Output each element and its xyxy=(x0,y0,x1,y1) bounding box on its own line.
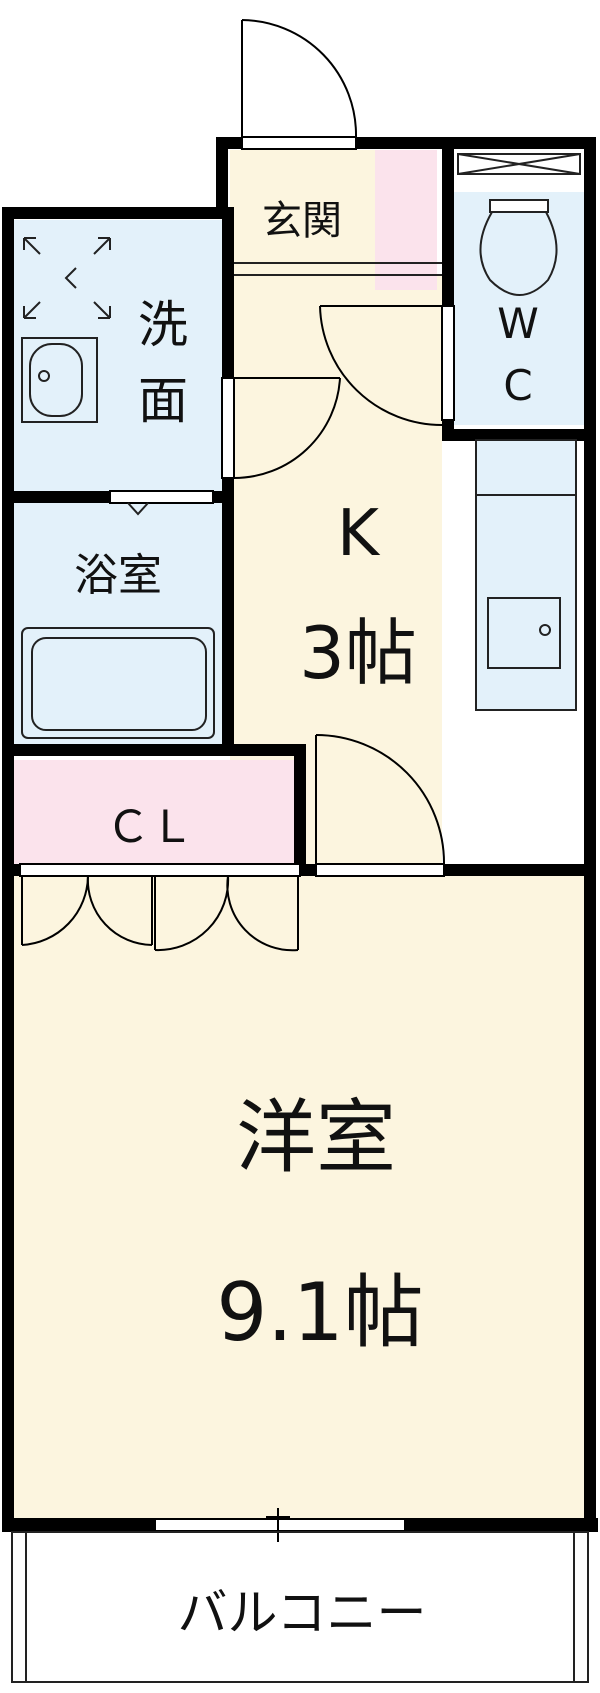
yokushitsu-floor xyxy=(14,490,222,745)
youshitsu-door xyxy=(315,734,446,865)
senmen-floor xyxy=(14,220,222,490)
labels: 玄関 W C 洗 面 浴室 K 3帖 ＣＬ 洋室 9.1帖 バルコニー xyxy=(74,198,539,1642)
bathtub-icon xyxy=(21,502,215,739)
kitchen-name-label: K xyxy=(337,497,381,571)
floor-fills xyxy=(14,150,590,1525)
washer-space-icon xyxy=(23,237,111,319)
balcony-label: バルコニー xyxy=(178,1584,427,1642)
youshitsu-name-label: 洋室 xyxy=(236,1091,396,1184)
balcony-frame xyxy=(11,1531,589,1683)
senmen-door xyxy=(233,377,341,480)
doors xyxy=(21,19,446,1542)
closet-doors xyxy=(21,875,299,952)
wash-basin-icon xyxy=(21,337,98,423)
youshitsu-floor xyxy=(14,875,590,1525)
senmen-label-2: 面 xyxy=(138,372,188,430)
genkan-label: 玄関 xyxy=(262,198,342,244)
kitchen-counter xyxy=(475,440,575,710)
kitchen-sink-icon xyxy=(475,439,577,711)
kitchen-size-label: 3帖 xyxy=(299,611,417,695)
closet-floor xyxy=(14,760,299,865)
wc-label-w: W xyxy=(497,299,539,348)
genkan-door xyxy=(319,305,443,426)
fixtures xyxy=(11,153,589,1683)
senmen-label-1: 洗 xyxy=(138,296,188,354)
entrance-door xyxy=(241,19,358,138)
youshitsu-size-label: 9.1帖 xyxy=(216,1266,423,1359)
closet-label: ＣＬ xyxy=(106,802,194,853)
genkan-floor xyxy=(230,150,375,275)
toilet-icon xyxy=(457,153,581,296)
yokushitsu-label: 浴室 xyxy=(74,550,162,601)
balcony-window xyxy=(266,1508,290,1542)
walls xyxy=(2,137,596,1531)
genkan-shoe-box xyxy=(375,150,437,290)
wc-floor xyxy=(453,192,585,425)
wall-openings xyxy=(19,136,455,1532)
wc-label-c: C xyxy=(503,361,532,410)
